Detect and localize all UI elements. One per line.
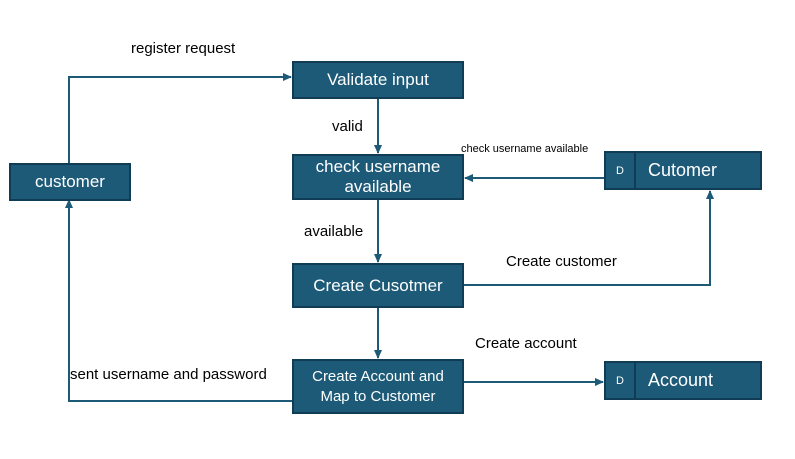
- account-store-id: D: [606, 363, 636, 398]
- arrow-register-request: [68, 73, 292, 163]
- check-username-process: check username available: [292, 154, 464, 200]
- label-register-request: register request: [131, 40, 236, 57]
- label-available: available: [304, 223, 364, 240]
- create-account-process: Create Account and Map to Customer: [292, 359, 464, 414]
- customer-store-name: Cutomer: [648, 160, 718, 180]
- label-valid: valid: [332, 118, 363, 135]
- label-create-customer: Create customer: [506, 253, 617, 270]
- account-store-name: Account: [648, 370, 714, 390]
- customer-entity: customer: [9, 163, 131, 201]
- arrow-sent-credentials: [65, 199, 292, 402]
- validate-input-process: Validate input: [292, 61, 464, 99]
- account-data-store: D Account: [604, 361, 762, 400]
- arrow-create-customer: [463, 190, 714, 286]
- customer-data-store: D Cutomer: [604, 151, 762, 190]
- label-check-username-available: check username available: [461, 143, 589, 155]
- label-create-account: Create account: [475, 335, 577, 352]
- create-customer-process: Create Cusotmer: [292, 263, 464, 308]
- customer-store-id: D: [606, 153, 636, 188]
- label-sent-credentials: sent username and password: [70, 366, 267, 383]
